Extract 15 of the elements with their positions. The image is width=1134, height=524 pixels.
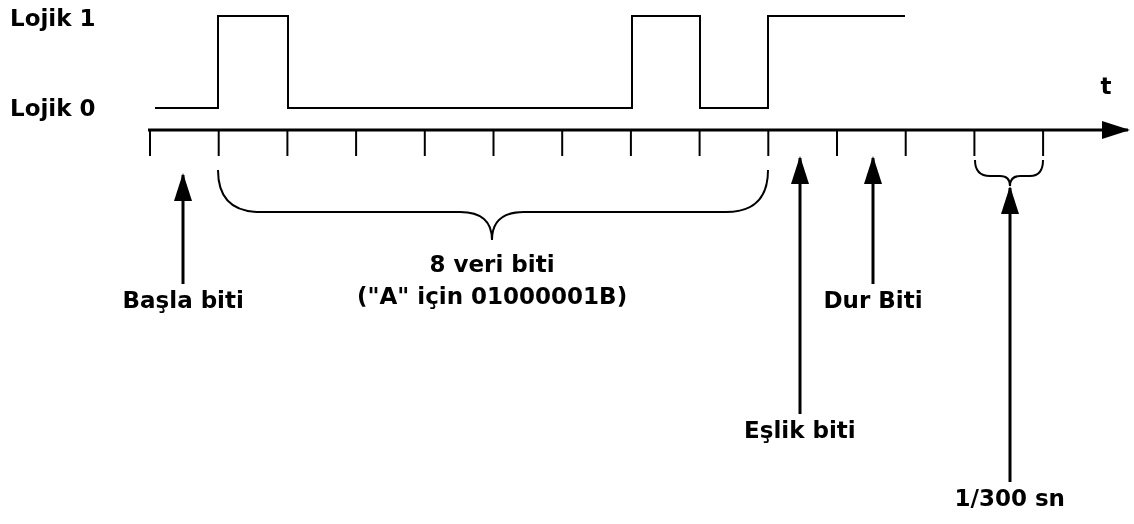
axis-label: t (1100, 72, 1112, 100)
arrow (791, 156, 809, 414)
bit-label: 1/300 sn (954, 484, 1065, 512)
axis-label: Lojik 0 (10, 94, 96, 122)
arrow (864, 156, 882, 284)
caption-text: ("A" için 01000001B) (357, 282, 628, 310)
bit-label: Dur Biti (823, 286, 923, 314)
axis-label: Lojik 1 (10, 4, 96, 32)
arrow (1001, 186, 1019, 482)
caption-text: 8 veri biti (429, 250, 555, 278)
bit-label: Eşlik biti (744, 416, 856, 444)
arrow (174, 173, 192, 284)
brace (974, 159, 1044, 187)
time-axis (148, 121, 1130, 157)
bit-label: Başla biti (122, 286, 244, 314)
